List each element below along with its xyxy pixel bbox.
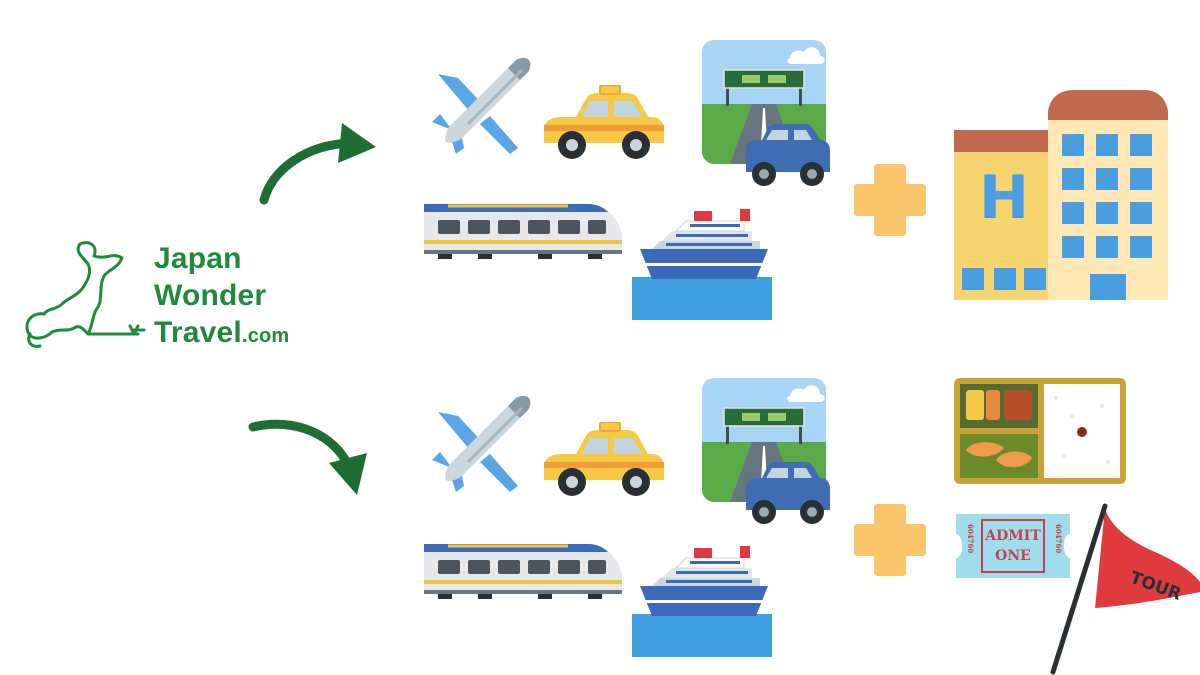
logo-line-wonder: Wonder	[154, 279, 267, 312]
taxi-icon	[538, 422, 668, 502]
train-icon	[418, 200, 628, 260]
logo-domain: .com	[241, 325, 290, 347]
airplane-icon	[418, 50, 538, 170]
logo-line-japan: Japan	[154, 242, 242, 275]
logo-wordmark: Japan Wonder Travel.com	[154, 240, 289, 355]
highway-car-icon	[702, 378, 832, 533]
taxi-icon	[538, 85, 668, 165]
logo-travel-word: Travel	[154, 316, 242, 349]
highway-car-icon	[702, 40, 832, 195]
ticket-one-text: ONE	[995, 548, 1031, 564]
ticket-serial-right: 604760	[1054, 524, 1063, 553]
bento-box-icon	[954, 378, 1126, 484]
japan-wonder-travel-logo: Japan Wonder Travel.com	[18, 238, 318, 358]
ticket-admit-text: ADMIT	[984, 528, 1041, 544]
hotel-icon: H	[954, 90, 1168, 300]
admit-one-ticket-icon: ADMIT ONE 604760 604760	[956, 514, 1070, 578]
ticket-serial-left: 604760	[966, 524, 975, 553]
curved-arrow-icon-bottom	[248, 419, 367, 495]
cruise-ship-icon	[632, 542, 772, 657]
plus-icon	[850, 500, 930, 580]
japan-map-outline-icon	[25, 241, 146, 348]
curved-arrow-icon-top	[259, 123, 376, 205]
train-icon	[418, 540, 628, 600]
tour-flag-icon: TOUR	[1050, 503, 1200, 675]
airplane-icon	[418, 388, 538, 508]
hotel-sign-letter: H	[979, 163, 1029, 233]
plus-icon	[850, 160, 930, 240]
logo-line-travel: Travel.com	[154, 314, 289, 355]
cruise-ship-icon	[632, 205, 772, 320]
